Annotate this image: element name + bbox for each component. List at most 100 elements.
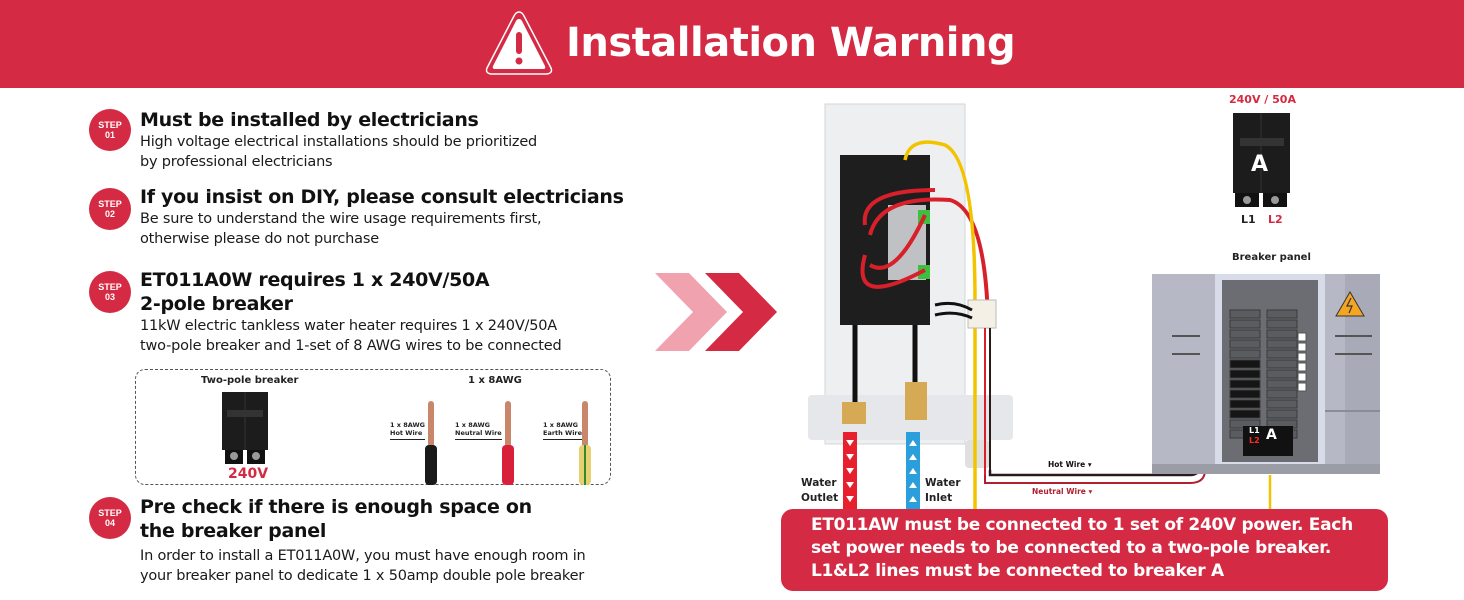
breaker-l1-label: L1 xyxy=(1241,213,1256,226)
earth-wire-image xyxy=(579,401,591,485)
hot-wire-text: Hot Wire ▾ xyxy=(1048,460,1092,469)
water-inlet-label: Water Inlet xyxy=(925,476,961,506)
step-title: Pre check if there is enough space on xyxy=(140,496,532,518)
water-outlet-line: Water xyxy=(801,477,837,489)
step-badge-label: STEP xyxy=(98,508,122,518)
wire-label-line: Earth Wire xyxy=(543,429,583,437)
step-title: the breaker panel xyxy=(140,520,327,542)
earth-wire-label: 1 x 8AWG Earth Wire xyxy=(543,421,583,440)
step-badge: STEP 04 xyxy=(89,497,131,539)
panel-a-label: A xyxy=(1266,427,1277,443)
water-inlet-line: Inlet xyxy=(925,492,953,504)
step-badge: STEP 01 xyxy=(89,109,131,151)
panel-breaker-slot xyxy=(1229,379,1261,389)
up-arrow-icon xyxy=(909,468,917,474)
step-title: ET011A0W requires 1 x 240V/50A xyxy=(140,269,490,291)
down-arrow-icon xyxy=(846,482,854,488)
water-outlet-label: Water Outlet xyxy=(801,476,838,506)
wire-label-line: Hot Wire xyxy=(390,429,423,437)
step-desc-line: 11kW electric tankless water heater requ… xyxy=(140,318,558,334)
wire-label-line: Neutral Wire xyxy=(455,429,502,437)
step-badge-label: STEP xyxy=(98,282,122,292)
step-desc-line: your breaker panel to dedicate 1 x 50amp… xyxy=(140,568,585,584)
up-arrow-icon xyxy=(909,496,917,502)
neutral-wire-image xyxy=(502,401,514,485)
breaker-rating: 240V / 50A xyxy=(1229,93,1296,106)
panel-breaker-slot xyxy=(1266,349,1298,359)
panel-terminal xyxy=(1297,372,1307,382)
panel-l2-label: L2 xyxy=(1249,436,1260,445)
panel-breaker-slot xyxy=(1229,399,1261,409)
panel-breaker-slot xyxy=(1266,359,1298,369)
breaker-panel-label: Breaker panel xyxy=(1232,252,1311,263)
down-arrow-icon xyxy=(846,454,854,460)
down-arrow-icon xyxy=(846,496,854,502)
breaker-a-image xyxy=(1233,113,1290,207)
two-pole-breaker-image xyxy=(222,392,268,464)
panel-breaker-slot xyxy=(1229,339,1261,349)
panel-terminal xyxy=(1297,342,1307,352)
panel-breaker-slot xyxy=(1266,389,1298,399)
panel-breaker-slot xyxy=(1229,309,1261,319)
breaker-panel xyxy=(1152,274,1380,474)
down-arrow-icon xyxy=(846,440,854,446)
panel-breaker-slot xyxy=(1229,319,1261,329)
neutral-wire-label: 1 x 8AWG Neutral Wire xyxy=(455,421,502,440)
water-heater-unit xyxy=(808,103,1013,520)
step-badge-number: 01 xyxy=(104,130,115,140)
step-badge: STEP 03 xyxy=(89,271,131,313)
water-inlet-line: Water xyxy=(925,477,961,489)
step-desc-line: by professional electricians xyxy=(140,154,333,170)
step-desc-line: two-pole breaker and 1-set of 8 AWG wire… xyxy=(140,338,562,354)
panel-breaker-slot xyxy=(1266,339,1298,349)
step-text: Must be installed by electricians High v… xyxy=(140,108,537,172)
step-badge-number: 02 xyxy=(104,209,115,219)
breaker-l2-label: L2 xyxy=(1268,213,1283,226)
warning-triangle-icon xyxy=(485,11,553,75)
header-banner: Installation Warning xyxy=(0,0,1464,88)
up-arrow-icon xyxy=(909,454,917,460)
hot-wire-image xyxy=(425,401,437,485)
breaker-voltage: 240V xyxy=(228,466,269,482)
panel-breaker-slot xyxy=(1229,329,1261,339)
step-desc-line: Be sure to understand the wire usage req… xyxy=(140,211,542,227)
wire-label-line: 1 x 8AWG xyxy=(455,421,491,429)
panel-breaker-slot xyxy=(1229,349,1261,359)
panel-breaker-slot xyxy=(1266,309,1298,319)
step-title: Must be installed by electricians xyxy=(140,109,479,131)
step-title: 2-pole breaker xyxy=(140,293,293,315)
panel-breaker-slot xyxy=(1229,409,1261,419)
step-badge-number: 03 xyxy=(104,292,115,302)
panel-breaker-slot xyxy=(1266,319,1298,329)
breaker-a-letter: A xyxy=(1251,152,1269,177)
chevron-arrows-icon xyxy=(655,273,777,351)
panel-breaker-slot xyxy=(1229,389,1261,399)
step-desc-line: High voltage electrical installations sh… xyxy=(140,134,538,150)
neutral-wire-text: Neutral Wire ▾ xyxy=(1032,487,1093,496)
notice-line: L1&L2 lines must be connected to breaker… xyxy=(811,561,1224,581)
panel-breaker-slot xyxy=(1229,369,1261,379)
notice-line: set power needs to be connected to a two… xyxy=(811,538,1332,558)
step-desc-line: In order to install a ET011A0W, you must… xyxy=(140,548,586,564)
page-title: Installation Warning xyxy=(566,20,1016,66)
panel-breaker-slot xyxy=(1229,359,1261,369)
panel-terminal xyxy=(1297,352,1307,362)
down-arrow-icon xyxy=(846,468,854,474)
panel-terminal xyxy=(1297,332,1307,342)
up-arrow-icon xyxy=(909,440,917,446)
panel-terminal xyxy=(1297,362,1307,372)
step-text: Pre check if there is enough space on th… xyxy=(140,495,586,586)
step-title: If you insist on DIY, please consult ele… xyxy=(140,186,624,208)
panel-breaker-slot xyxy=(1266,329,1298,339)
step-badge: STEP 02 xyxy=(89,188,131,230)
breaker-label: Two-pole breaker xyxy=(201,375,299,386)
notice-line: ET011AW must be connected to 1 set of 24… xyxy=(811,515,1353,535)
wire-requirements-box: Two-pole breaker 240V 1 x 8AWG 1 x 8AWG … xyxy=(135,369,611,485)
wires-label: 1 x 8AWG xyxy=(468,375,522,386)
panel-breaker-slot xyxy=(1266,409,1298,419)
step-text: ET011A0W requires 1 x 240V/50A 2-pole br… xyxy=(140,268,562,356)
panel-breaker-slot xyxy=(1266,379,1298,389)
panel-breaker-slot xyxy=(1266,369,1298,379)
panel-l1-label: L1 xyxy=(1249,426,1260,435)
